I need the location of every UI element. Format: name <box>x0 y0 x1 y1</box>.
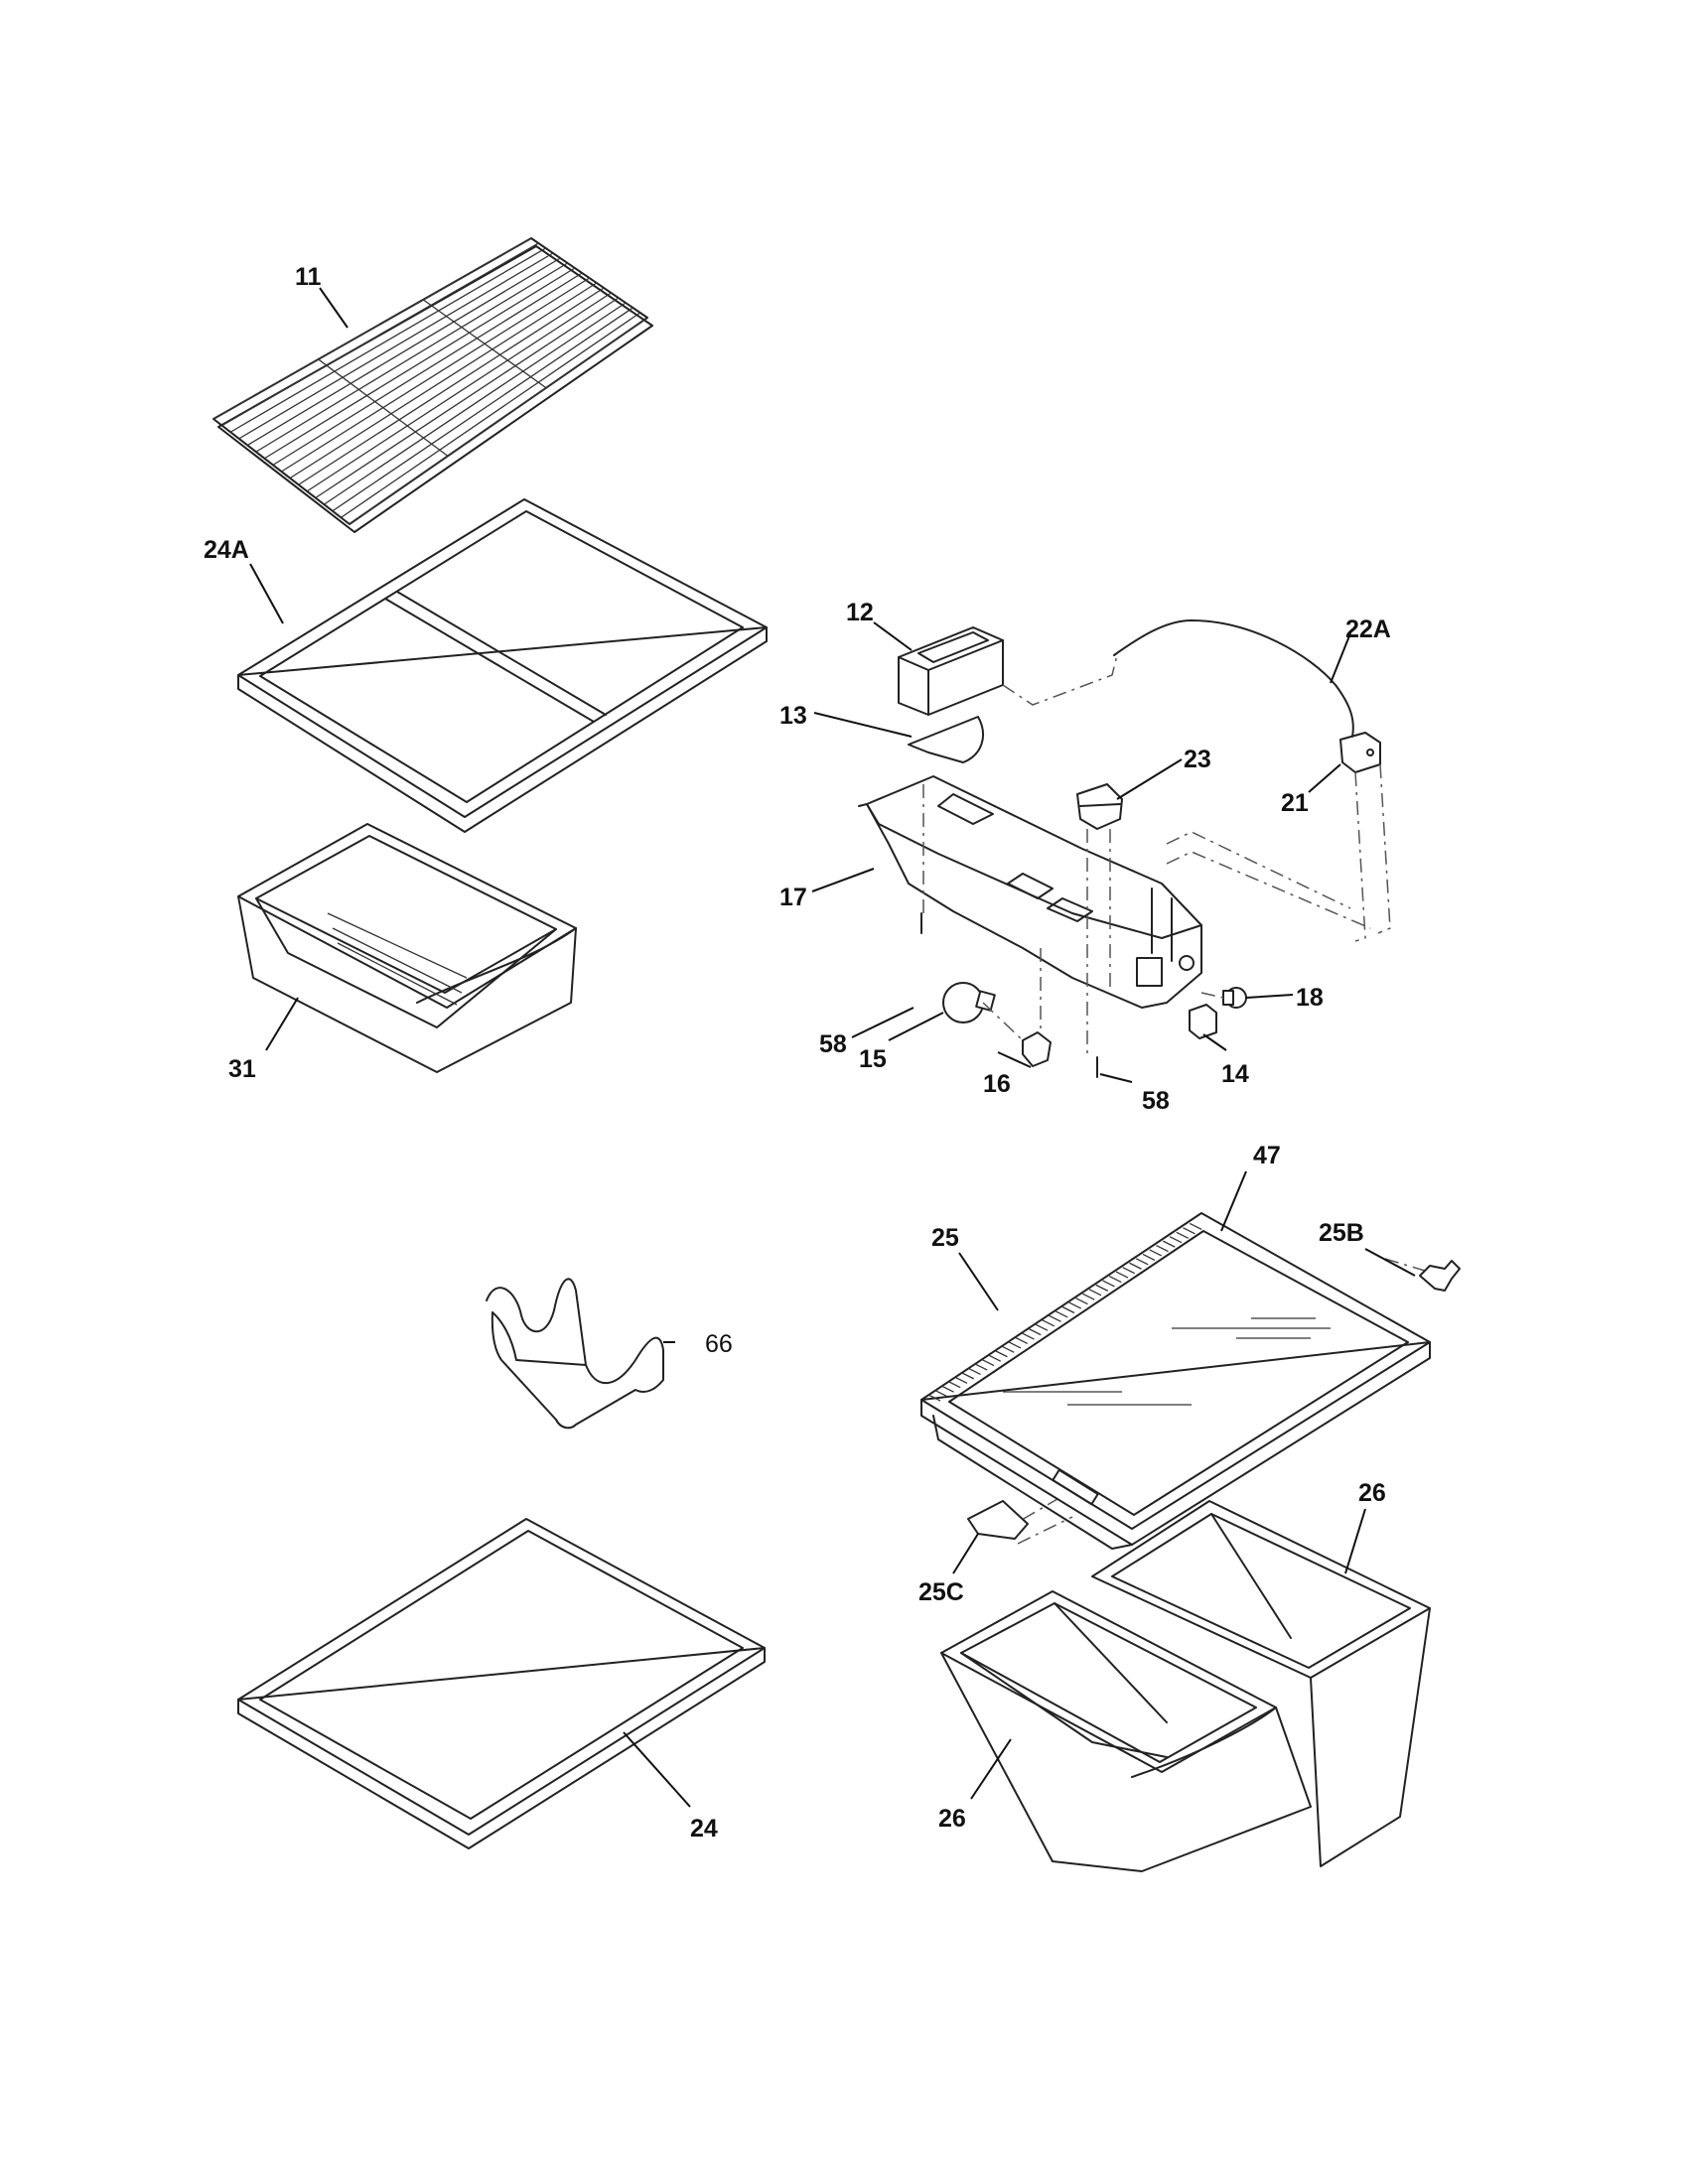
glass-insert-part-47 <box>1003 1317 1331 1406</box>
wire-shelf-part-11 <box>212 237 653 533</box>
control-housing-part-17 <box>858 775 1202 1009</box>
callout-24: 24 <box>690 1815 718 1843</box>
thermostat-part-23 <box>1076 783 1123 830</box>
light-shield-part-12 <box>898 626 1004 716</box>
callout-15: 15 <box>859 1045 887 1073</box>
slide-clip-part-25b <box>1419 1260 1461 1292</box>
light-lens-part-13 <box>908 716 984 763</box>
callout-11: 11 <box>295 263 322 291</box>
callout-16: 16 <box>983 1070 1011 1098</box>
callout-21: 21 <box>1281 789 1309 817</box>
drawer-part-31 <box>237 823 577 1073</box>
crisper-drawer-part-26-front <box>940 1590 1312 1872</box>
callout-66: 66 <box>705 1330 733 1358</box>
knob-part-18 <box>1222 987 1247 1009</box>
assembly-lines <box>922 654 1426 1545</box>
callout-31: 31 <box>228 1055 256 1083</box>
callout-26-front: 26 <box>938 1805 966 1833</box>
callout-25: 25 <box>931 1224 959 1252</box>
callout-18: 18 <box>1296 984 1324 1012</box>
callout-23: 23 <box>1184 746 1211 773</box>
callout-25c: 25C <box>918 1578 964 1606</box>
callout-12: 12 <box>846 599 874 626</box>
callout-labels: 11 24A 31 12 22A 13 23 21 17 58 18 15 16… <box>204 263 1391 1843</box>
callout-58-upper: 58 <box>819 1030 847 1058</box>
lamp-socket-part-16 <box>1022 1031 1052 1067</box>
callout-13: 13 <box>779 702 807 730</box>
glass-shelf-part-24 <box>237 1518 766 1849</box>
capillary-tube-part-22a <box>1113 619 1354 738</box>
callout-24a: 24A <box>204 536 249 564</box>
wire-bottle-holder-part-66 <box>486 1278 664 1430</box>
callout-58-lower: 58 <box>1142 1087 1170 1115</box>
crisper-drawer-part-26-rear <box>1091 1500 1431 1867</box>
callout-14: 14 <box>1221 1060 1249 1088</box>
callout-22a: 22A <box>1345 615 1391 643</box>
leader-lines <box>249 287 1416 1808</box>
light-bulb-part-15 <box>942 982 996 1024</box>
callout-26-rear: 26 <box>1358 1479 1386 1507</box>
crisper-cover-part-25 <box>920 1212 1431 1550</box>
callout-25b: 25B <box>1319 1219 1364 1247</box>
glass-shelf-part-24a <box>237 498 768 833</box>
callout-47: 47 <box>1253 1142 1281 1169</box>
callout-17: 17 <box>779 884 807 911</box>
door-switch-part-14 <box>1189 1004 1217 1039</box>
humidity-slide-part-25c <box>967 1500 1029 1540</box>
switch-part-21 <box>1339 732 1381 773</box>
